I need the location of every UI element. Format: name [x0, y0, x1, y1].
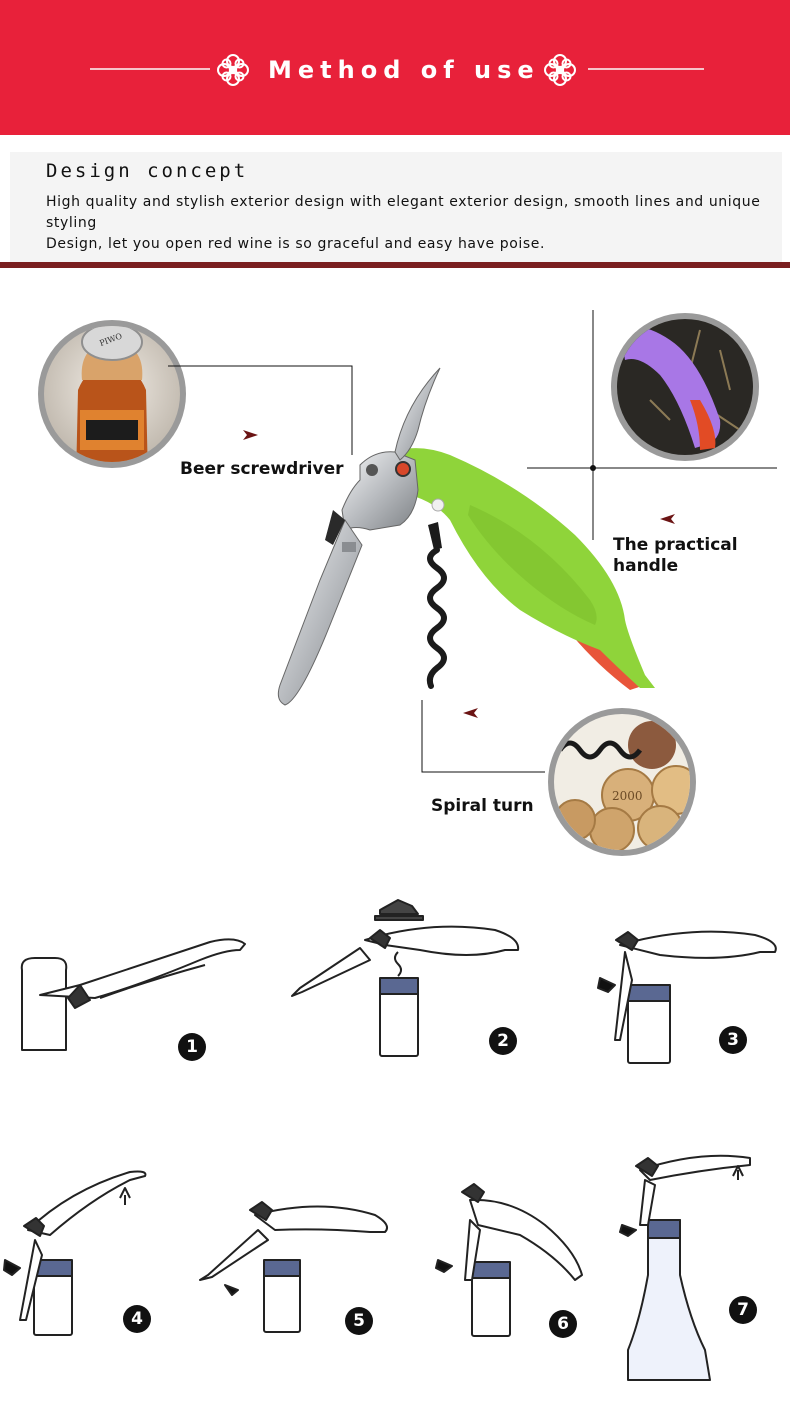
callout-dot [590, 465, 596, 471]
step-number: 1 [178, 1033, 206, 1061]
arrow-pointer-icon [660, 514, 675, 524]
svg-text:2000: 2000 [612, 789, 643, 803]
concept-heading: Design concept [46, 160, 249, 182]
flower-ornament-icon [217, 54, 249, 86]
step-1-drawing [20, 938, 246, 1051]
callout-lines [168, 310, 777, 773]
arrow-pointer-icon [463, 708, 478, 718]
step-3-drawing [597, 930, 777, 1064]
product-illustration: PIWO 2000 [38, 310, 777, 856]
header-line-right [588, 68, 704, 70]
cork-spiral-photo: 2000 [548, 708, 696, 856]
step-5-drawing [199, 1201, 388, 1333]
step-7-drawing [619, 1154, 751, 1381]
beer-bottle-photo: PIWO [38, 320, 186, 468]
usage-steps-illustration [3, 899, 777, 1381]
step-number: 4 [123, 1305, 151, 1333]
arrow-pointer-icon [243, 430, 258, 440]
concept-text: High quality and stylish exterior design… [46, 192, 766, 255]
step-number: 5 [345, 1307, 373, 1335]
label-spiral-turn: Spiral turn [431, 796, 534, 816]
step-number: 3 [719, 1026, 747, 1054]
step-6-drawing [435, 1183, 583, 1337]
label-beer-screwdriver: Beer screwdriver [180, 459, 344, 479]
header-title: Method of use [268, 56, 540, 84]
header-line-left [90, 68, 210, 70]
step-number: 7 [729, 1296, 757, 1324]
handle-closeup-photo [611, 313, 759, 461]
label-practical-handle: The practical handle [613, 535, 738, 576]
step-4-drawing [3, 1170, 147, 1336]
header-banner: Method of use [0, 0, 790, 135]
concept-line-1: High quality and stylish exterior design… [46, 194, 761, 231]
step-2-drawing [291, 899, 520, 1057]
design-concept-panel: Design concept High quality and stylish … [10, 152, 782, 262]
corkscrew-product [277, 367, 655, 706]
flower-ornament-icon [544, 54, 576, 86]
concept-line-2: Design, let you open red wine is so grac… [46, 236, 546, 252]
section-divider [0, 262, 790, 268]
step-number: 2 [489, 1027, 517, 1055]
step-number: 6 [549, 1310, 577, 1338]
